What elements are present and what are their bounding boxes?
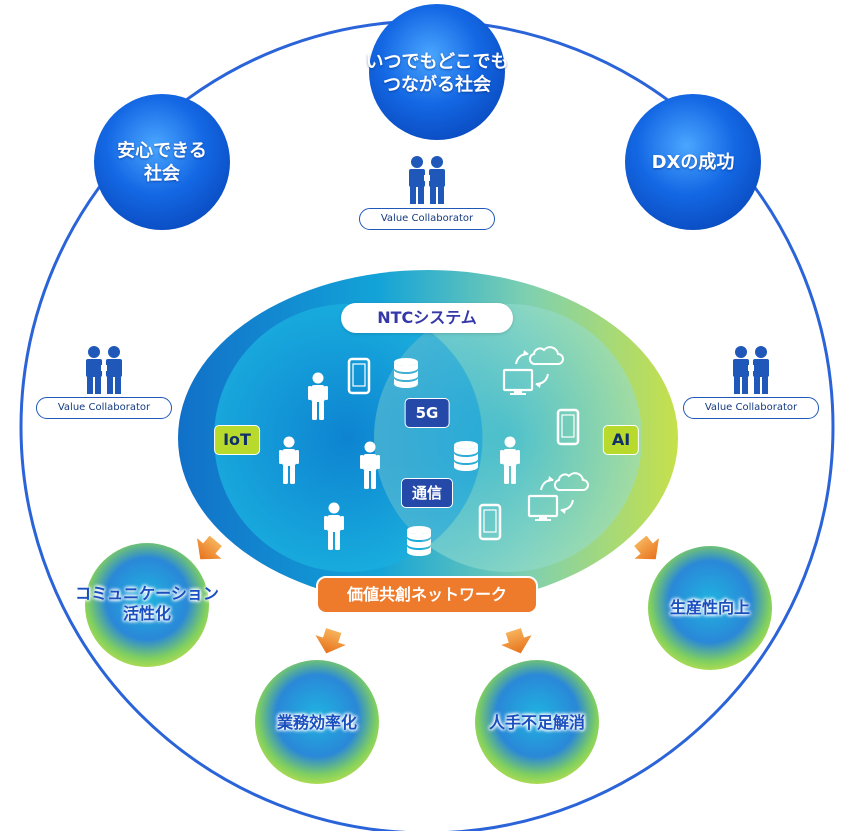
outcome-circle-communication <box>85 543 209 667</box>
outer-circle-anywhere <box>369 4 505 140</box>
outcome-circle-efficiency <box>255 660 379 784</box>
collaborator-right-icon <box>733 346 769 394</box>
collaborator-left-pill: Value Collaborator <box>36 397 172 419</box>
ntc-title: NTCシステム <box>341 303 513 333</box>
tag-5g: 5G <box>404 398 450 428</box>
label-dx: DXの成功 <box>651 151 735 173</box>
outer-circle-secure <box>94 94 230 230</box>
collaborator-right-pill: Value Collaborator <box>683 397 819 419</box>
ai-tag: AI <box>602 425 640 455</box>
label-efficiency: 業務効率化 <box>276 713 358 732</box>
label-communication: コミュニケーション 活性化 <box>75 584 219 623</box>
network-pill: 価値共創ネットワーク <box>316 576 538 614</box>
iot-tag: IoT <box>214 425 260 455</box>
collaborator-top-icon <box>409 156 445 204</box>
label-secure: 安心できる 社会 <box>117 140 207 185</box>
label-labor: 人手不足解消 <box>488 713 586 732</box>
collaborator-top-pill: Value Collaborator <box>359 208 495 230</box>
label-anywhere: いつでもどこでも つながる社会 <box>365 51 509 96</box>
tag-communication: 通信 <box>400 478 454 508</box>
outer-circle-dx <box>625 94 761 230</box>
outcome-circle-labor <box>475 660 599 784</box>
label-productivity: 生産性向上 <box>669 598 751 617</box>
collaborator-left-icon <box>86 346 122 394</box>
outcome-circle-productivity <box>648 546 772 670</box>
